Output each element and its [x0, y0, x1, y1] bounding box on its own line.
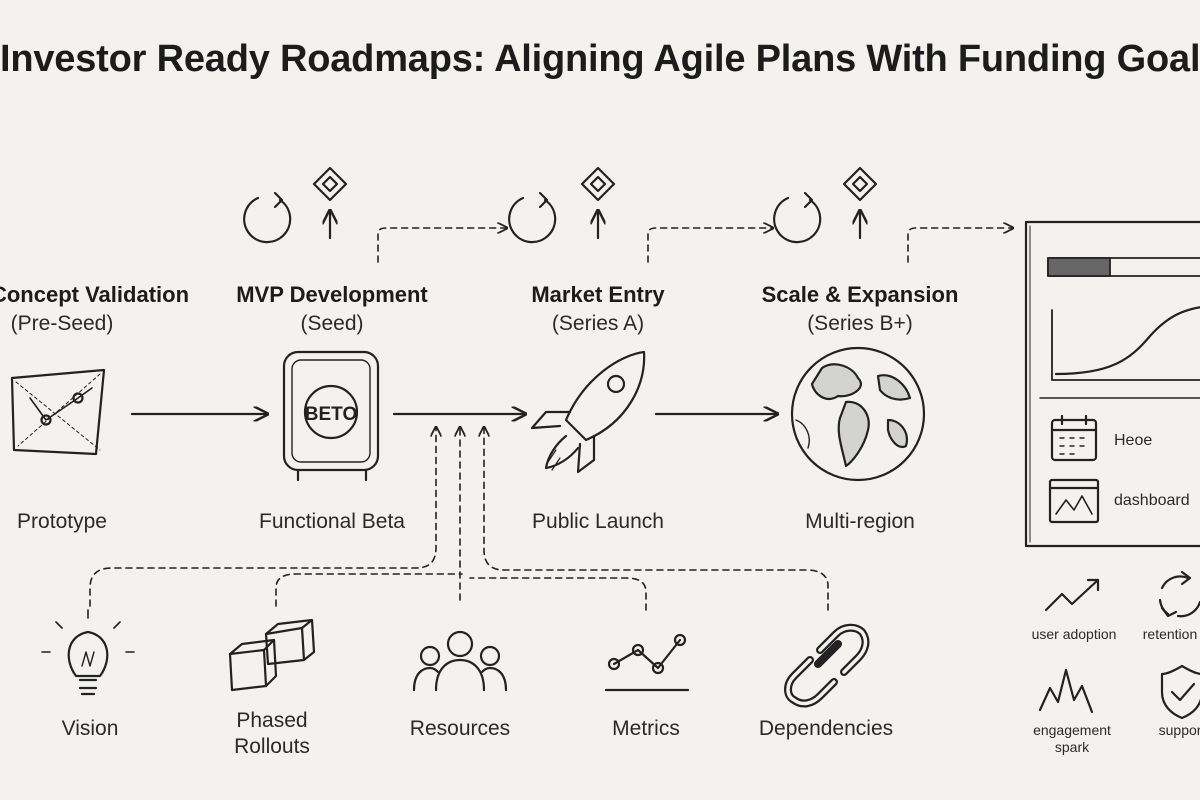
- page-title: Investor Ready Roadmaps: Aligning Agile …: [0, 38, 1200, 80]
- cycle-arrows-icon: [1158, 570, 1200, 618]
- input-label: Metrics: [612, 717, 680, 740]
- metric-label: engagement spark: [1033, 722, 1111, 755]
- globe-icon: [790, 346, 926, 482]
- beta-badge: BETO: [305, 404, 357, 425]
- stage-funding-round: (Pre-Seed): [10, 312, 114, 335]
- stage-funding-round: (Series A): [551, 312, 645, 335]
- dashboard-panel: [1024, 220, 1200, 548]
- stage-title: Market Entry: [531, 282, 665, 307]
- rocket-icon: [530, 350, 646, 474]
- input-label: Vision: [61, 717, 119, 740]
- stage-deliverable: Public Launch: [532, 510, 664, 533]
- stage-deliverable: Multi-region: [805, 510, 915, 533]
- iteration-cycle-icon: [243, 191, 292, 244]
- dashboard-item-label: dashboard: [1114, 492, 1190, 509]
- beta-device-icon: [282, 350, 380, 482]
- stage-deliverable: Prototype: [17, 510, 107, 533]
- input-label: Phased Rollouts: [234, 709, 310, 758]
- metric-label: retention: [1142, 626, 1198, 642]
- iteration-cycle-icon: [773, 191, 822, 244]
- stage-title: MVP Development: [236, 282, 428, 307]
- calendar-icon: [1050, 414, 1098, 462]
- input-label: Resources: [409, 717, 511, 740]
- chart-window-icon: [1048, 478, 1100, 524]
- milestone-diamond-icon: [312, 166, 348, 240]
- stage-funding-round: (Series B+): [807, 312, 913, 335]
- input-label: Dependencies: [758, 717, 894, 740]
- stage-deliverable: Functional Beta: [259, 510, 405, 533]
- chain-link-icon: [784, 623, 870, 708]
- milestone-diamond-icon: [842, 166, 878, 240]
- shield-check-icon: [1160, 664, 1200, 720]
- stage-title: Concept Validation: [0, 282, 190, 307]
- stage-funding-round: (Seed): [300, 312, 364, 335]
- team-icon: [412, 630, 508, 692]
- input-connector: [89, 428, 829, 611]
- iteration-cycle-icon: [508, 191, 557, 244]
- prototype-sketch-icon: [10, 368, 106, 456]
- metric-label: user adoption: [1031, 626, 1117, 642]
- stage-title: Scale & Expansion: [761, 282, 959, 307]
- spark-icon: [1038, 668, 1094, 714]
- lightbulb-icon: [41, 609, 135, 696]
- milestone-diamond-icon: [580, 166, 616, 240]
- line-graph-icon: [604, 633, 690, 692]
- trend-up-icon: [1044, 578, 1100, 612]
- metric-label: support: [1158, 722, 1200, 738]
- stacked-boxes-icon: [228, 618, 316, 692]
- dashboard-item-label: Heoe: [1114, 432, 1153, 449]
- funding-connector: [377, 228, 1012, 263]
